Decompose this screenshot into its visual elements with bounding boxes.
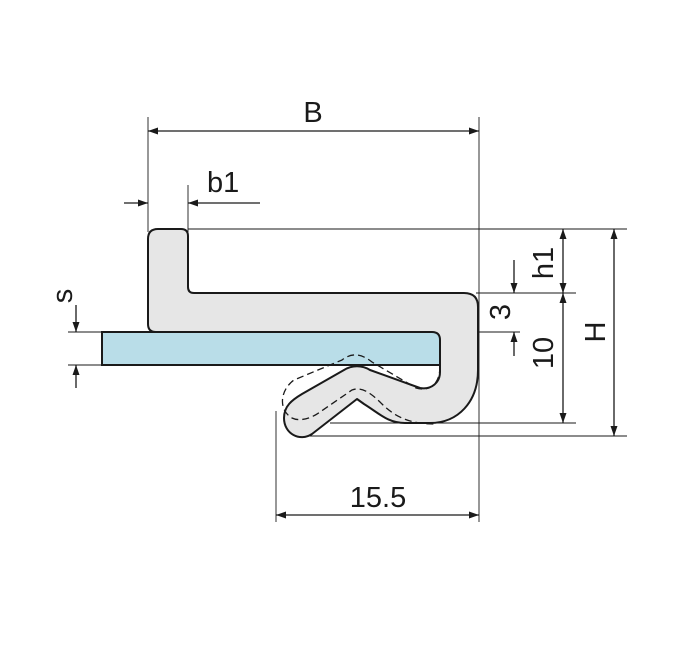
label-10: 10 [528,337,560,369]
dimension-3: 3 [485,260,518,356]
label-H: H [580,322,612,343]
dimension-10: 10 [528,293,567,423]
dimension-15-5: 15.5 [276,482,479,519]
label-b1: b1 [207,167,239,199]
label-s: s [47,289,79,304]
dimension-H: H [580,229,618,436]
label-B: B [303,97,322,129]
label-15-5: 15.5 [350,482,406,514]
dimension-s: s [47,289,80,388]
dimension-B: B [148,97,479,135]
dimension-h1: h1 [528,229,567,293]
label-3: 3 [485,304,517,320]
dimension-b1: b1 [124,167,260,207]
seal-profile [147,228,479,439]
glass-panel [101,331,441,366]
deformed-lip-outline [281,354,441,425]
label-h1: h1 [528,247,560,279]
